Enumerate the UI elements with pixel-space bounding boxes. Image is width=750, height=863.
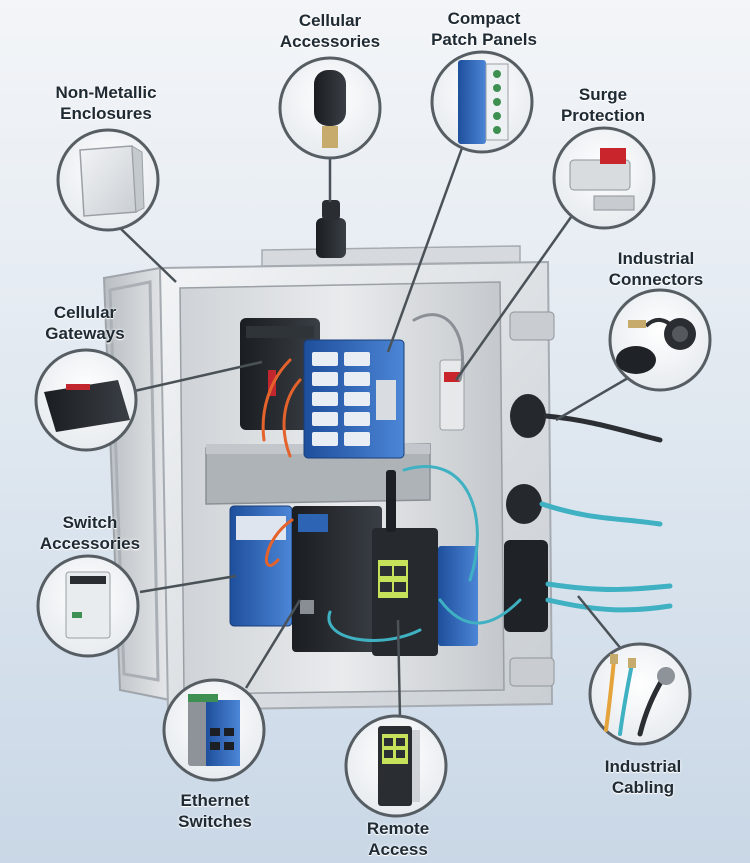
connector-icon: [616, 318, 696, 374]
mounted-antenna: [316, 200, 346, 258]
label-line-2: Switches: [178, 812, 252, 831]
label-line-2: Enclosures: [60, 104, 152, 123]
label-line-1: Industrial: [604, 757, 682, 776]
surge-protector-icon: [569, 148, 635, 211]
external-cables: [539, 413, 673, 613]
label-line-2: Cabling: [611, 778, 675, 797]
callout-circle-non-metallic-enclosures: [56, 128, 160, 232]
label-industrial-connectors: Industrial Connectors: [596, 248, 716, 290]
gateway-icon: [44, 380, 130, 432]
label-cellular-gateways: Cellular Gateways: [30, 302, 140, 344]
label-line-1: Remote: [366, 819, 430, 838]
label-line-1: Non-Metallic: [55, 83, 157, 102]
label-line-2: Accessories: [39, 534, 141, 553]
label-line-2: Gateways: [45, 324, 125, 343]
patch-panel-icon: [458, 60, 509, 144]
label-line-1: Surge: [578, 85, 628, 104]
ethernet-switch-icon: [188, 694, 240, 766]
label-line-1: Switch: [62, 513, 118, 532]
callout-circle-remote-access: [344, 714, 448, 818]
label-line-2: Access: [368, 840, 428, 859]
label-surge-protection: Surge Protection: [548, 84, 658, 126]
label-line-1: Cellular: [298, 11, 362, 30]
label-line-1: Cellular: [53, 303, 117, 322]
callout-circle-ethernet-switches: [162, 678, 266, 782]
label-industrial-cabling: Industrial Cabling: [588, 756, 698, 798]
callout-circle-industrial-cabling: [588, 642, 692, 746]
callout-circle-cellular-gateways: [34, 348, 138, 452]
label-line-1: Compact: [447, 9, 521, 28]
internal-cables: [261, 313, 522, 642]
label-compact-patch-panels: Compact Patch Panels: [424, 8, 544, 50]
cabling-icon: [604, 654, 675, 737]
callout-circle-surge-protection: [552, 126, 656, 230]
callout-circle-switch-accessories: [36, 554, 140, 658]
callout-circle-compact-patch-panels: [430, 50, 534, 154]
side-connectors: [504, 394, 548, 632]
antenna-icon: [314, 70, 346, 148]
patch-panel-unit: [303, 339, 405, 459]
label-line-2: Accessories: [279, 32, 381, 51]
label-line-2: Protection: [560, 106, 646, 125]
remote-access-icon: [378, 726, 420, 806]
callout-circle-industrial-connectors: [608, 288, 712, 392]
label-ethernet-switches: Ethernet Switches: [160, 790, 270, 832]
label-switch-accessories: Switch Accessories: [30, 512, 150, 554]
power-supply-icon: [65, 571, 111, 639]
leader-lines: [119, 147, 629, 719]
label-line-2: Connectors: [608, 270, 704, 289]
label-line-2: Patch Panels: [431, 30, 537, 49]
label-line-1: Ethernet: [180, 791, 250, 810]
label-non-metallic-enclosures: Non-Metallic Enclosures: [36, 82, 176, 124]
enclosure-box-icon: [79, 145, 145, 217]
din-devices: [229, 470, 478, 656]
label-line-1: Industrial: [617, 249, 695, 268]
label-remote-access: Remote Access: [348, 818, 448, 860]
callout-circle-cellular-accessories: [278, 56, 382, 160]
label-cellular-accessories: Cellular Accessories: [270, 10, 390, 52]
